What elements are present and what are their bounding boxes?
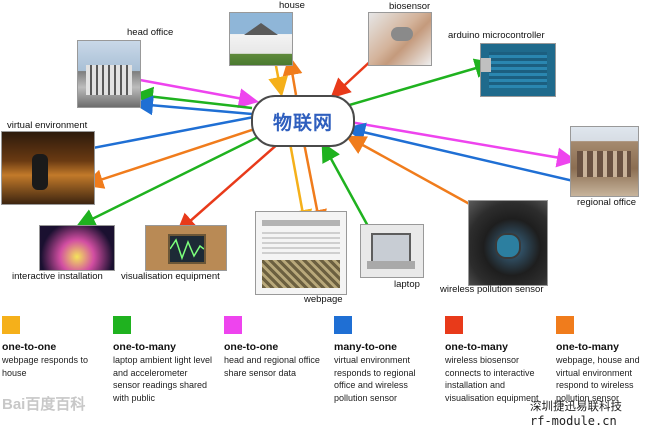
legend-title: one-to-one: [2, 341, 56, 353]
legend-swatch: [334, 316, 352, 334]
label-visualisation-equipment: visualisation equipment: [121, 271, 220, 282]
label-interactive-installation: interactive installation: [12, 271, 103, 282]
legend-title: many-to-one: [334, 341, 397, 353]
regional-office-photo: [570, 126, 639, 197]
label-regional-office: regional office: [577, 197, 636, 208]
label-biosensor: biosensor: [389, 1, 430, 12]
label-head-office: head office: [127, 27, 173, 38]
legend-swatch: [2, 316, 20, 334]
legend-desc: virtual environment responds to regional…: [334, 354, 436, 404]
legend-desc: webpage, house and virtual environment r…: [556, 354, 646, 404]
footer-url: rf-module.cn: [530, 414, 617, 428]
legend-desc: head and regional office share sensor da…: [224, 354, 326, 379]
webpage-screenshot: [255, 211, 347, 295]
legend-desc: wireless biosensor connects to interacti…: [445, 354, 547, 404]
label-wireless-pollution-sensor: wireless pollution sensor: [440, 284, 544, 295]
head-office-photo: [77, 40, 141, 108]
arduino-photo: [480, 43, 556, 97]
legend-desc: webpage responds to house: [2, 354, 104, 379]
arrow-sensor-to-hub-orange: [350, 138, 484, 212]
footer-company-name: 深圳捷迅易联科技: [530, 398, 622, 414]
arrow-hub-to-arduino: [346, 64, 490, 106]
legend-swatch: [224, 316, 242, 334]
legend-title: one-to-many: [445, 341, 508, 353]
baidu-watermark: Bai百度百科: [2, 393, 85, 414]
label-arduino: arduino microcontroller: [448, 30, 545, 41]
arrow-hub-to-installation-green: [80, 135, 262, 225]
legend-desc: laptop ambient light level and accelerom…: [113, 354, 215, 404]
label-house: house: [279, 0, 305, 11]
label-webpage: webpage: [304, 294, 343, 305]
legend-title: one-to-one: [224, 341, 278, 353]
label-laptop: laptop: [394, 279, 420, 290]
hub-label: 物联网: [273, 108, 333, 135]
house-photo: [229, 12, 293, 66]
legend-swatch: [556, 316, 574, 334]
biosensor-photo: [368, 12, 432, 66]
legend-swatch: [445, 316, 463, 334]
wireless-pollution-sensor-photo: [468, 200, 548, 286]
iot-hub: 物联网: [251, 95, 355, 147]
virtual-environment-photo: [1, 131, 95, 205]
laptop-photo: [360, 224, 424, 278]
interactive-installation-photo: [39, 225, 115, 271]
legend-title: one-to-many: [113, 341, 176, 353]
label-virtual-environment: virtual environment: [7, 120, 87, 131]
visualisation-equipment-photo: [145, 225, 227, 271]
arrow-hub-to-virtual-orange: [88, 128, 258, 184]
legend-title: one-to-many: [556, 341, 619, 353]
legend-swatch: [113, 316, 131, 334]
